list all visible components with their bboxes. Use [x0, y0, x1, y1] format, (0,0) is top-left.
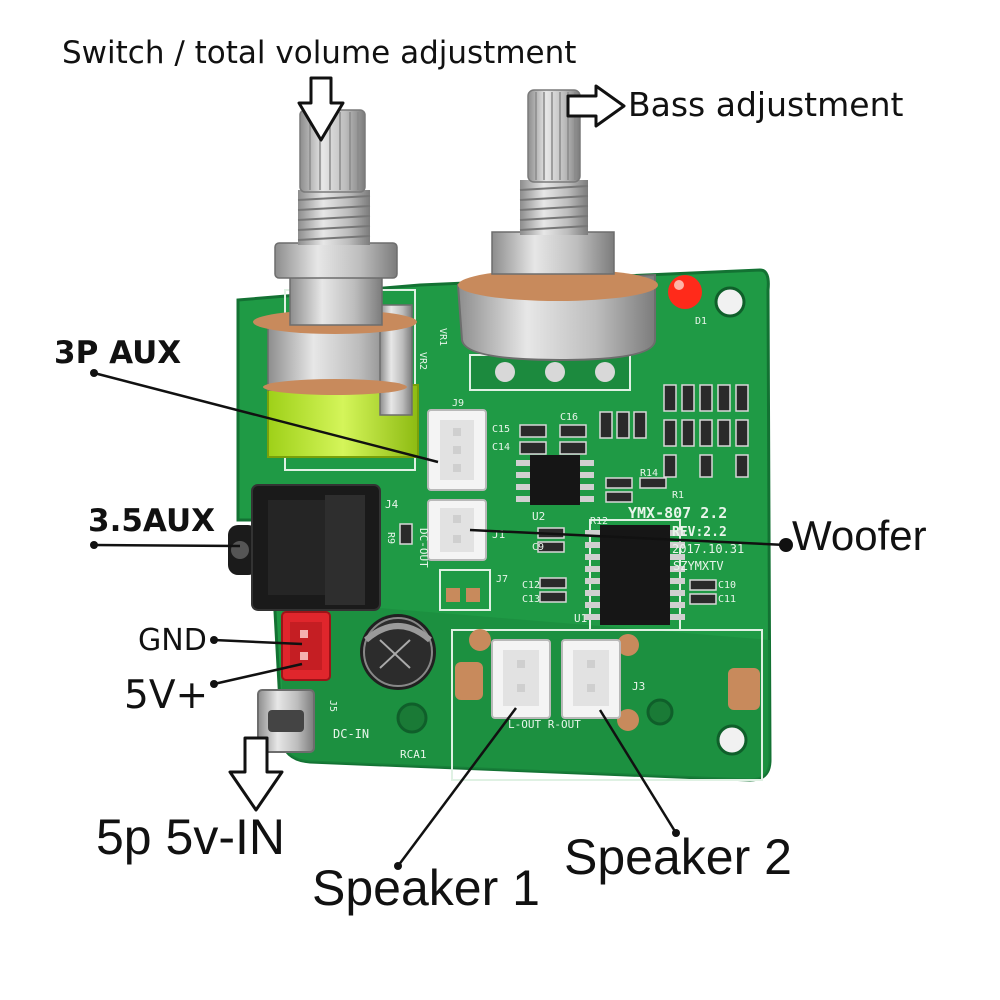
silk-r14: R14: [640, 468, 658, 479]
leader-gnd: [213, 638, 303, 646]
silk-outline-j7: [439, 569, 491, 611]
leader-speaker1: [396, 707, 518, 867]
silk-dc-out: DC-OUT: [417, 528, 430, 568]
copper-pad-1: [455, 662, 483, 700]
ic-u1: [585, 525, 685, 625]
electrolytic-capacitor: [360, 614, 436, 690]
silk-r9: R9: [385, 532, 396, 544]
silk-date: 2017.10.31: [672, 542, 744, 556]
silk-d1: D1: [695, 316, 707, 327]
label-5p-5v-in: 5p 5v-IN: [96, 809, 285, 865]
silk-j5: J5: [327, 700, 338, 712]
volume-switch-potentiometer: [253, 109, 419, 471]
silk-outline-j3: [451, 629, 763, 781]
mount-hole-bottom-right: [716, 724, 748, 756]
silk-c9: C9: [532, 542, 544, 553]
ic-u2: [516, 455, 594, 505]
silk-c14: C14: [492, 442, 510, 453]
mount-hole-bottom-left: [396, 702, 428, 734]
copper-pad-5: [728, 668, 760, 710]
silk-j9: J9: [452, 398, 464, 409]
leader-speaker2: [598, 709, 678, 834]
smd-components: [399, 384, 749, 605]
leader-3p-aux: [93, 371, 439, 464]
copper-pad-4: [617, 709, 639, 731]
bass-potentiometer: [456, 89, 658, 391]
micro-usb-port: [257, 689, 315, 753]
copper-pad-3: [617, 634, 639, 656]
silk-c10: C10: [718, 580, 736, 591]
leader-3-5aux: [93, 543, 241, 548]
silk-lr-out: L-OUT R-OUT: [508, 718, 581, 731]
silk-model: YMX-807 2.2: [628, 504, 727, 522]
silk-c16: C16: [560, 412, 578, 423]
label-woofer: Woofer: [792, 512, 927, 559]
label-bass: Bass adjustment: [628, 85, 904, 124]
copper-pad-7: [466, 588, 480, 602]
copper-pad-6: [446, 588, 460, 602]
callout-lines: [93, 371, 787, 867]
silk-dc-in: DC-IN: [333, 727, 369, 741]
silk-c11: C11: [718, 594, 736, 605]
leader-5v: [213, 662, 303, 686]
connector-red-power: [281, 611, 331, 681]
silk-j7: J7: [496, 574, 508, 585]
arrow-bass: [566, 84, 626, 128]
silk-r12: R12: [590, 516, 608, 527]
copper-pad-2: [469, 629, 491, 651]
silk-u1: U1: [574, 612, 587, 625]
silkscreen-text: YMX-807 2.2 REV:2.2 2017.10.31 SZYMXTV D…: [327, 316, 744, 761]
silk-revision: REV:2.2: [672, 525, 727, 540]
silk-vr1: VR1: [437, 328, 448, 346]
arrow-switch-volume: [297, 76, 345, 142]
arrow-5v-in: [228, 736, 284, 812]
label-speaker-2: Speaker 2: [564, 829, 792, 885]
label-3-5aux: 3.5AUX: [88, 503, 216, 539]
audio-jack-3-5mm: [228, 484, 381, 611]
label-gnd: GND: [138, 623, 207, 658]
connector-speaker-left: [491, 639, 551, 719]
silk-c15: C15: [492, 424, 510, 435]
label-3p-aux: 3P AUX: [54, 335, 182, 371]
silk-r1: R1: [672, 490, 684, 501]
mount-hole-top-right: [714, 286, 746, 318]
callout-dots: [90, 369, 793, 870]
silk-rca: RCA1: [400, 748, 427, 761]
silk-c12: C12: [522, 580, 540, 591]
silk-j4: J4: [385, 498, 399, 511]
silk-j3: J3: [632, 680, 645, 693]
led-d1: [668, 275, 702, 309]
silk-u2: U2: [532, 510, 545, 523]
label-switch-volume: Switch / total volume adjustment: [62, 35, 577, 71]
mount-hole-mid: [646, 698, 674, 726]
label-speaker-1: Speaker 1: [312, 860, 540, 916]
connector-j9-3p-aux: [427, 409, 487, 491]
silk-c13: C13: [522, 594, 540, 605]
leader-woofer: [469, 528, 787, 547]
connector-speaker-right: [561, 639, 621, 719]
silk-maker: SZYMXTV: [673, 559, 724, 573]
silk-vr2: VR2: [417, 352, 428, 370]
label-5v-plus: 5V+: [124, 673, 209, 718]
